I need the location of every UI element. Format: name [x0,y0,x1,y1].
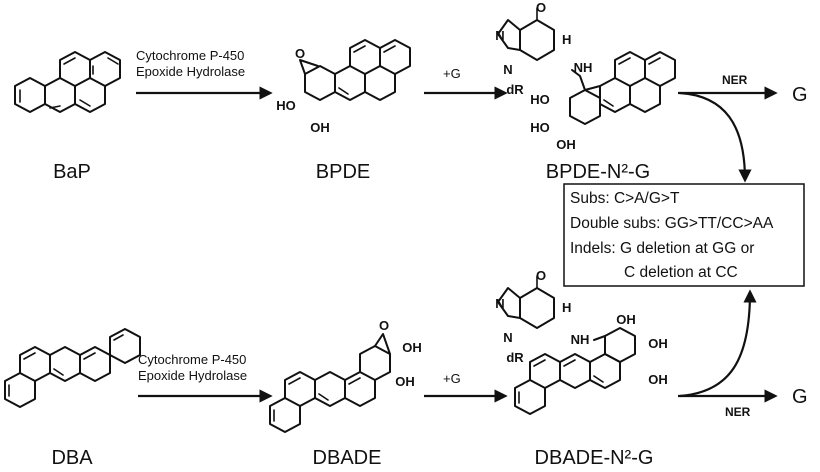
dbade-n2g-oh-2: OH [648,336,668,351]
guanine-n9-bottom: N [503,330,512,345]
dbade-n2g-label: DBADE-N²-G [535,447,654,469]
guanine-o-top: O [536,0,546,15]
dbade-oh-2: OH [395,374,415,389]
bpde-ho-1: HO [276,98,296,113]
guanine-n9-top: N [503,62,512,77]
dba-label: DBA [51,447,93,469]
bpde-structure [299,39,411,101]
top-product-g: G [792,84,808,106]
bottom-ner-label: NER [725,405,751,419]
bap-label: BaP [53,161,91,183]
dr-top: dR [506,82,524,97]
bottom-to-box-arrow [679,289,757,398]
bpde-n2g-ho-2: HO [530,120,550,135]
top-enzyme-line1: Cytochrome P-450 [136,48,244,63]
top-ner-label: NER [722,73,748,87]
dbade-n2g-oh-3: OH [648,372,668,387]
dbade-n2g-structure [497,275,636,415]
box-line-4: C deletion at CC [624,264,738,281]
bpde-label: BPDE [316,161,370,183]
adduct-nh-top: NH [574,60,593,75]
box-line-1: Subs: C>A/G>T [570,190,680,207]
bpde-epoxide-o: O [295,46,305,61]
dbade-epoxide-o: O [379,318,389,333]
bottom-product-g: G [792,386,808,408]
guanine-h-bottom: H [562,300,571,315]
dbade-structure [269,333,391,433]
mutation-box [563,183,805,287]
dba-structure [4,328,141,408]
bpde-n2g-structure [497,7,676,125]
bpde-n2g-label: BPDE-N²-G [546,161,650,183]
guanine-o-bottom: O [536,268,546,283]
guanine-h-top: H [562,32,571,47]
bpde-oh-2: OH [310,120,330,135]
box-line-2: Double subs: GG>TT/CC>AA [570,215,774,232]
bap-structure [14,51,121,113]
bottom-reagent: +G [443,371,461,386]
dr-bottom: dR [506,350,524,365]
bottom-enzyme-line1: Cytochrome P-450 [138,352,246,367]
guanine-n-bottom: N [495,296,504,311]
dbade-oh-1: OH [402,340,422,355]
guanine-n-top: N [495,28,504,43]
top-to-box-arrow [679,91,752,183]
dbade-label: DBADE [313,447,382,469]
top-enzyme-line2: Epoxide Hydrolase [136,64,245,79]
top-reagent: +G [443,66,461,81]
dbade-n2g-oh-1: OH [616,312,636,327]
bpde-n2g-ho-1: HO [530,92,550,107]
adduct-nh-bottom: NH [571,332,590,347]
bpde-n2g-oh-3: OH [556,137,576,152]
bottom-enzyme-line2: Epoxide Hydrolase [138,368,247,383]
box-line-3: Indels: G deletion at GG or [570,240,754,257]
